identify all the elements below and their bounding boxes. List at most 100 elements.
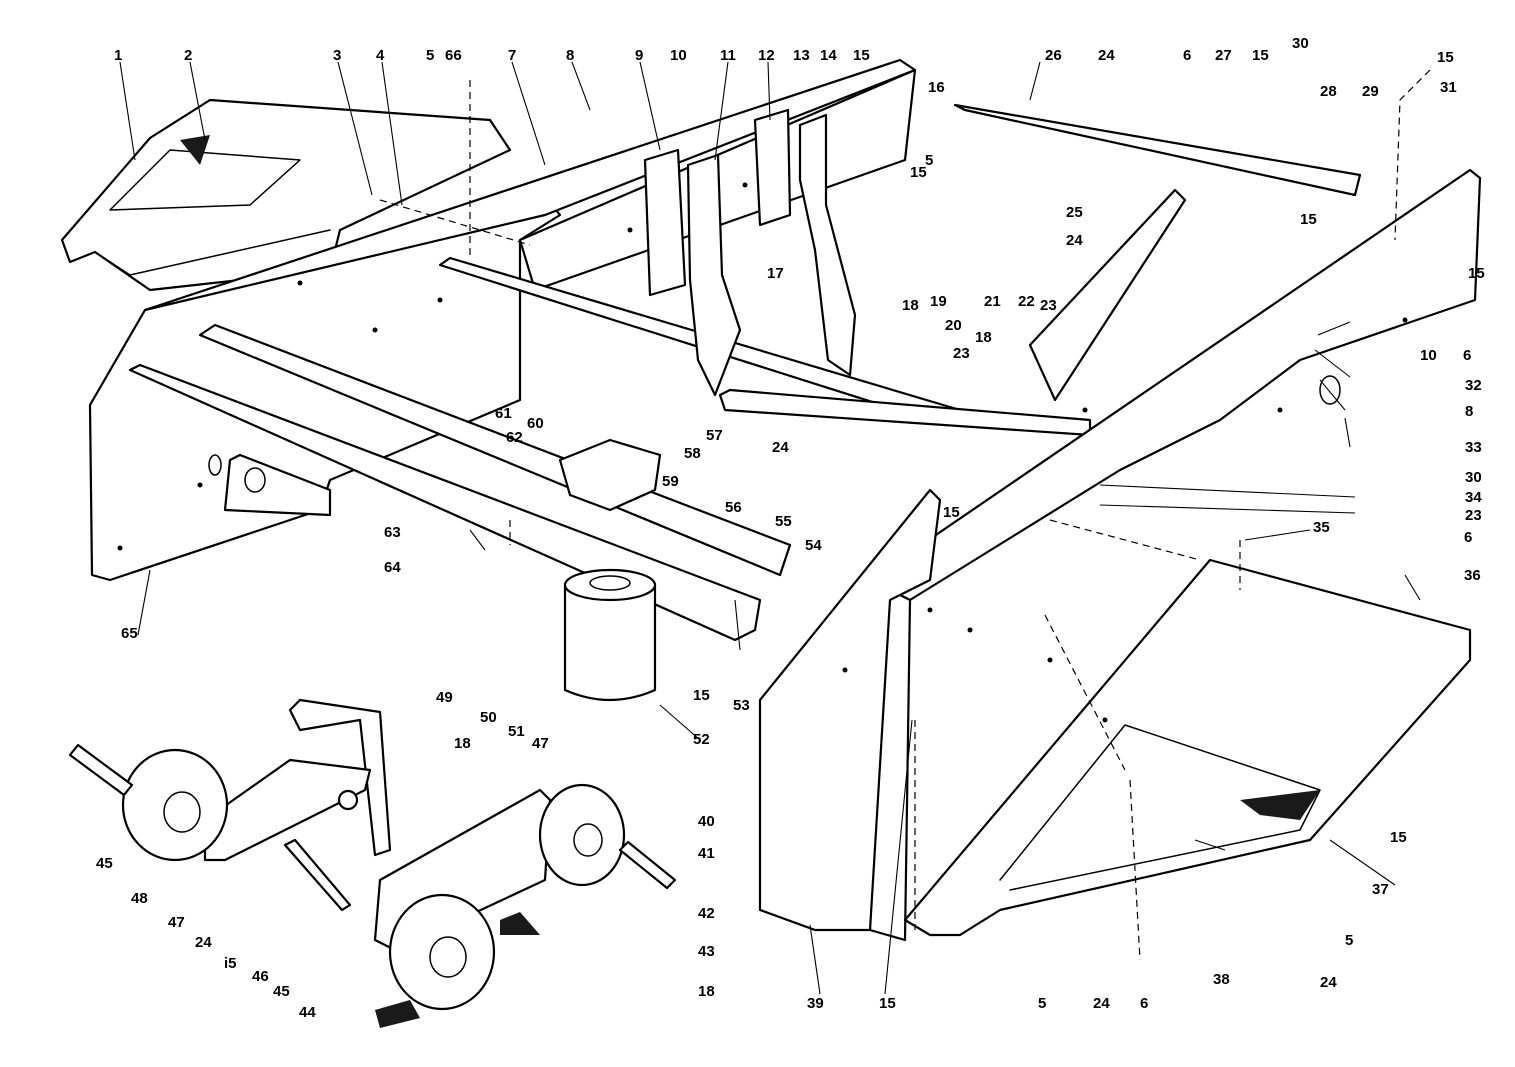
callout-42: 42 bbox=[698, 905, 715, 922]
callout-35: 35 bbox=[1313, 519, 1330, 536]
callout-18: 18 bbox=[902, 297, 919, 314]
callout-17: 17 bbox=[767, 265, 784, 282]
callout-65: 65 bbox=[121, 625, 138, 642]
callout-13: 13 bbox=[793, 47, 810, 64]
callout-23: 23 bbox=[1465, 507, 1482, 524]
callout-33: 33 bbox=[1465, 439, 1482, 456]
callout-15: 15 bbox=[1390, 829, 1407, 846]
callout-15: 15 bbox=[943, 504, 960, 521]
callout-3: 3 bbox=[333, 47, 341, 64]
callout-7: 7 bbox=[508, 47, 516, 64]
assembly-lines bbox=[379, 69, 1431, 961]
callout-11: 11 bbox=[720, 47, 736, 64]
callout-labels: 1 2 3 4 5 66 7 8 9 10 11 12 13 14 15 26 … bbox=[96, 35, 1485, 1021]
callout-60: 60 bbox=[527, 415, 544, 432]
callout-40: 40 bbox=[698, 813, 715, 830]
callout-34: 34 bbox=[1465, 489, 1482, 506]
callout-41: 41 bbox=[698, 845, 715, 862]
callout-24: 24 bbox=[1320, 974, 1337, 991]
callout-8: 8 bbox=[566, 47, 574, 64]
callout-56: 56 bbox=[725, 499, 742, 516]
callout-15: 15 bbox=[853, 47, 870, 64]
callout-i5: i5 bbox=[224, 955, 237, 972]
callout-6: 6 bbox=[1183, 47, 1191, 64]
callout-15: 15 bbox=[1468, 265, 1485, 282]
callout-12: 12 bbox=[758, 47, 775, 64]
callout-49: 49 bbox=[436, 689, 453, 706]
callout-18: 18 bbox=[698, 983, 715, 1000]
callout-5: 5 bbox=[1038, 995, 1046, 1012]
callout-5: 5 bbox=[1345, 932, 1353, 949]
callout-15: 15 bbox=[1252, 47, 1269, 64]
callout-24: 24 bbox=[195, 934, 212, 951]
bottom-pan bbox=[903, 558, 1472, 937]
callout-31: 31 bbox=[1440, 79, 1457, 96]
callout-43: 43 bbox=[698, 943, 715, 960]
callout-57: 57 bbox=[706, 427, 723, 444]
left-frame-side bbox=[88, 188, 792, 642]
callout-55: 55 bbox=[775, 513, 792, 530]
filter-adapter bbox=[558, 438, 662, 512]
callout-9: 9 bbox=[635, 47, 643, 64]
callout-6: 6 bbox=[1140, 995, 1148, 1012]
callout-4: 4 bbox=[376, 47, 385, 64]
callout-54: 54 bbox=[805, 537, 822, 554]
callout-50: 50 bbox=[480, 709, 497, 726]
callout-30: 30 bbox=[1465, 469, 1482, 486]
callout-62: 62 bbox=[506, 429, 523, 446]
callout-32: 32 bbox=[1465, 377, 1482, 394]
callout-38: 38 bbox=[1213, 971, 1230, 988]
lower-side-panel bbox=[758, 488, 942, 932]
front-shield bbox=[60, 98, 512, 292]
callout-10: 10 bbox=[1420, 347, 1437, 364]
callout-24: 24 bbox=[1098, 47, 1115, 64]
callout-29: 29 bbox=[1362, 83, 1379, 100]
callout-8: 8 bbox=[1465, 403, 1473, 420]
oil-filter bbox=[563, 568, 657, 702]
callout-46: 46 bbox=[252, 968, 269, 985]
callout-15: 15 bbox=[693, 687, 710, 704]
callout-25: 25 bbox=[1066, 204, 1083, 221]
callout-59: 59 bbox=[662, 473, 679, 490]
callout-28: 28 bbox=[1320, 83, 1337, 100]
callout-18: 18 bbox=[454, 735, 471, 752]
callout-64: 64 bbox=[384, 559, 401, 576]
callout-15: 15 bbox=[879, 995, 896, 1012]
idler-assembly-right bbox=[373, 783, 677, 1028]
callout-47: 47 bbox=[532, 735, 549, 752]
callout-18: 18 bbox=[975, 329, 992, 346]
callout-39: 39 bbox=[807, 995, 824, 1012]
upright-brackets bbox=[643, 108, 857, 397]
callout-24: 24 bbox=[772, 439, 789, 456]
callout-45: 45 bbox=[96, 855, 113, 872]
fastener-holes bbox=[117, 182, 1408, 723]
callout-37: 37 bbox=[1372, 881, 1389, 898]
callout-24: 24 bbox=[1093, 995, 1110, 1012]
callout-36: 36 bbox=[1464, 567, 1481, 584]
callout-47: 47 bbox=[168, 914, 185, 931]
callout-6: 6 bbox=[1464, 529, 1472, 546]
callout-26: 26 bbox=[1045, 47, 1062, 64]
callout-15: 15 bbox=[1300, 211, 1317, 228]
callout-63: 63 bbox=[384, 524, 401, 541]
callout-53: 53 bbox=[733, 697, 750, 714]
callout-61: 61 bbox=[495, 405, 512, 422]
callout-45: 45 bbox=[273, 983, 290, 1000]
callout-19: 19 bbox=[930, 293, 947, 310]
callout-51: 51 bbox=[508, 723, 525, 740]
callout-44: 44 bbox=[299, 1004, 316, 1021]
callout-5: 5 bbox=[925, 152, 933, 169]
callout-21: 21 bbox=[984, 293, 1001, 310]
callout-15: 15 bbox=[1437, 49, 1454, 66]
idler-assembly-left bbox=[68, 698, 392, 912]
callout-30: 30 bbox=[1292, 35, 1309, 52]
callout-1: 1 bbox=[114, 47, 122, 64]
callout-6: 6 bbox=[1463, 347, 1471, 364]
callout-5: 5 bbox=[426, 47, 434, 64]
callout-10: 10 bbox=[670, 47, 687, 64]
callout-22: 22 bbox=[1018, 293, 1035, 310]
callout-23: 23 bbox=[1040, 297, 1057, 314]
callout-24: 24 bbox=[1066, 232, 1083, 249]
